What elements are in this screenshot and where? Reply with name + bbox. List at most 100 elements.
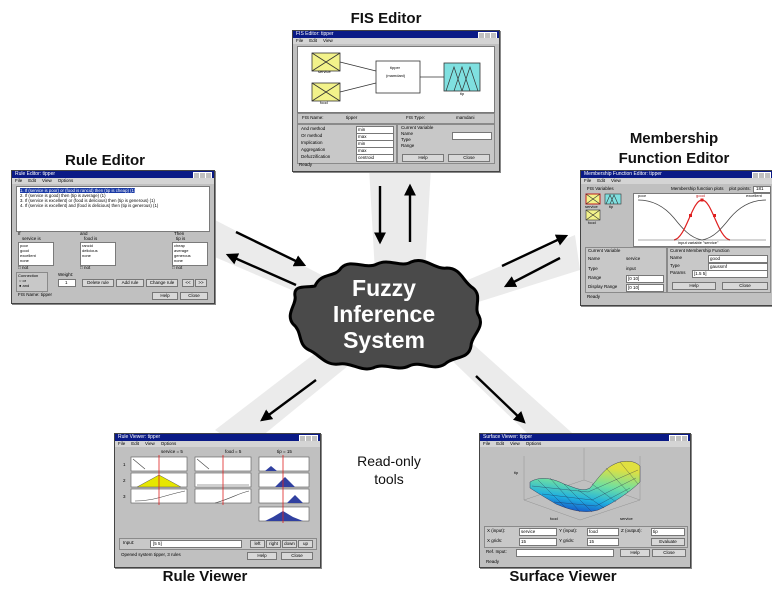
rule-item[interactable]: 1. If (service is poor) or (food is ranc… — [20, 188, 136, 193]
rule-item[interactable]: 2. If (service is good) then (tip is ave… — [20, 193, 106, 198]
weight-input[interactable]: 1 — [58, 279, 76, 287]
menu-view[interactable]: View — [42, 178, 52, 183]
evaluate-button[interactable]: Evaluate — [651, 538, 685, 546]
next-button[interactable]: >> — [195, 279, 207, 287]
rule-item[interactable]: 3. If (service is excellent) or (food is… — [20, 198, 155, 203]
x-grids-input[interactable]: 15 — [519, 538, 557, 546]
food-var-icon[interactable] — [585, 209, 601, 221]
menu-file[interactable]: File — [15, 178, 23, 183]
service-mf-list[interactable]: poor good excellent none — [18, 242, 54, 266]
list-item[interactable]: rancid — [82, 243, 93, 248]
y-grids-input[interactable]: 15 — [587, 538, 619, 546]
mf-type-label: Type — [670, 263, 680, 268]
cv-name-field[interactable] — [452, 132, 492, 140]
row-label-2: 2 — [123, 478, 126, 483]
menu-edit[interactable]: Edit — [597, 178, 606, 183]
menu-options[interactable]: Options — [525, 441, 542, 446]
rule-item[interactable]: 4. If (service is excellent) and (food i… — [20, 203, 159, 208]
food-mf-list[interactable]: rancid delicious none — [80, 242, 116, 266]
delete-rule-button[interactable]: Delete rule — [82, 279, 114, 287]
mf-editor-titlebar[interactable]: Membership Function Editor: tipper — [581, 171, 772, 179]
menu-options[interactable]: Options — [57, 178, 74, 183]
menu-edit[interactable]: Edit — [131, 441, 140, 446]
menu-edit[interactable]: Edit — [309, 38, 318, 43]
rule-viewer-titlebar[interactable]: Rule Viewer: tipper — [115, 434, 320, 442]
add-rule-button[interactable]: Add rule — [116, 279, 144, 287]
cv-range-input[interactable]: [0 10] — [626, 275, 664, 283]
menu-view[interactable]: View — [510, 441, 520, 446]
z-output-select[interactable]: tip — [651, 528, 685, 536]
help-button[interactable]: Help — [620, 549, 650, 557]
or-radio[interactable]: ○ or — [19, 278, 27, 283]
x-grids-label: X grids: — [487, 538, 503, 543]
system-block[interactable] — [375, 60, 421, 94]
prev-button[interactable]: << — [182, 279, 194, 287]
ref-input-field[interactable] — [516, 549, 614, 557]
list-item[interactable]: none — [20, 258, 29, 263]
surface-viewer-titlebar[interactable]: Surface Viewer: tipper — [480, 434, 690, 442]
close-button[interactable]: Close — [722, 282, 768, 290]
menu-file[interactable]: File — [584, 178, 592, 183]
right-button[interactable]: right — [266, 540, 281, 548]
list-item[interactable]: none — [82, 253, 91, 258]
help-button[interactable]: Help — [402, 154, 444, 162]
up-button[interactable]: up — [298, 540, 313, 548]
service-var-icon[interactable] — [585, 193, 601, 205]
not-checkbox-3[interactable]: □ not — [172, 265, 183, 270]
food-var-label: food — [588, 220, 596, 225]
defuzz-select[interactable]: centroid — [356, 154, 394, 162]
menu-view[interactable]: View — [611, 178, 621, 183]
list-item[interactable]: none — [174, 258, 183, 263]
tip-var-label: tip — [609, 204, 614, 209]
menu-file[interactable]: File — [296, 38, 304, 43]
rule-viewer-input-row: Input: [5 5] left right down up — [119, 538, 317, 550]
close-button[interactable]: Close — [281, 552, 313, 560]
menu-edit[interactable]: Edit — [496, 441, 505, 446]
not-checkbox-2[interactable]: □ not — [80, 265, 91, 270]
change-rule-button[interactable]: Change rule — [146, 279, 178, 287]
input2-block[interactable] — [311, 82, 341, 102]
menu-file[interactable]: File — [483, 441, 491, 446]
close-button[interactable]: Close — [652, 549, 686, 557]
mf-editor-title-line2: Function Editor — [618, 150, 730, 167]
surface-plot[interactable] — [480, 448, 690, 526]
output-block[interactable] — [443, 62, 481, 92]
list-item[interactable]: good — [20, 248, 29, 253]
y-input-select[interactable]: food — [587, 528, 619, 536]
list-item[interactable]: poor — [20, 243, 29, 248]
rules-list[interactable]: 1. If (service is poor) or (food is ranc… — [16, 186, 210, 232]
plot-points-input[interactable]: 181 — [753, 186, 771, 193]
poor-mf-label: poor — [638, 193, 647, 198]
list-item[interactable]: generous — [174, 253, 191, 258]
y-axis-label: food — [550, 516, 558, 521]
mf-plot-area[interactable]: poor good excellent input variable "serv… — [633, 193, 771, 247]
and-radio[interactable]: ● and — [19, 283, 30, 288]
menu-view[interactable]: View — [145, 441, 155, 446]
cv-display-range-input[interactable]: [0 10] — [626, 284, 664, 292]
menu-edit[interactable]: Edit — [28, 178, 37, 183]
mf-params-input[interactable]: [1.5 5] — [692, 270, 768, 278]
tip-var-icon[interactable] — [604, 193, 622, 205]
left-button[interactable]: left — [250, 540, 265, 548]
input-field[interactable]: [5 5] — [150, 540, 242, 548]
list-item[interactable]: excellent — [20, 253, 36, 258]
list-item[interactable]: delicious — [82, 248, 98, 253]
col2-header: food = 5 — [225, 449, 242, 454]
help-button[interactable]: Help — [152, 292, 178, 300]
close-button[interactable]: Close — [180, 292, 208, 300]
fis-editor-titlebar[interactable]: FIS Editor: tipper — [293, 31, 499, 39]
rule-editor-titlebar[interactable]: Rule Editor: tipper — [12, 171, 214, 179]
menu-file[interactable]: File — [118, 441, 126, 446]
help-button[interactable]: Help — [247, 552, 277, 560]
tip-mf-list[interactable]: cheap average generous none — [172, 242, 208, 266]
down-button[interactable]: down — [282, 540, 297, 548]
help-button[interactable]: Help — [672, 282, 716, 290]
close-button[interactable]: Close — [448, 154, 490, 162]
menu-view[interactable]: View — [323, 38, 333, 43]
list-item[interactable]: average — [174, 248, 189, 253]
not-checkbox-1[interactable]: □ not — [18, 265, 29, 270]
menu-options[interactable]: Options — [160, 441, 177, 446]
list-item[interactable]: cheap — [174, 243, 185, 248]
mf-name-input[interactable]: good — [708, 255, 768, 263]
x-input-select[interactable]: service — [519, 528, 557, 536]
